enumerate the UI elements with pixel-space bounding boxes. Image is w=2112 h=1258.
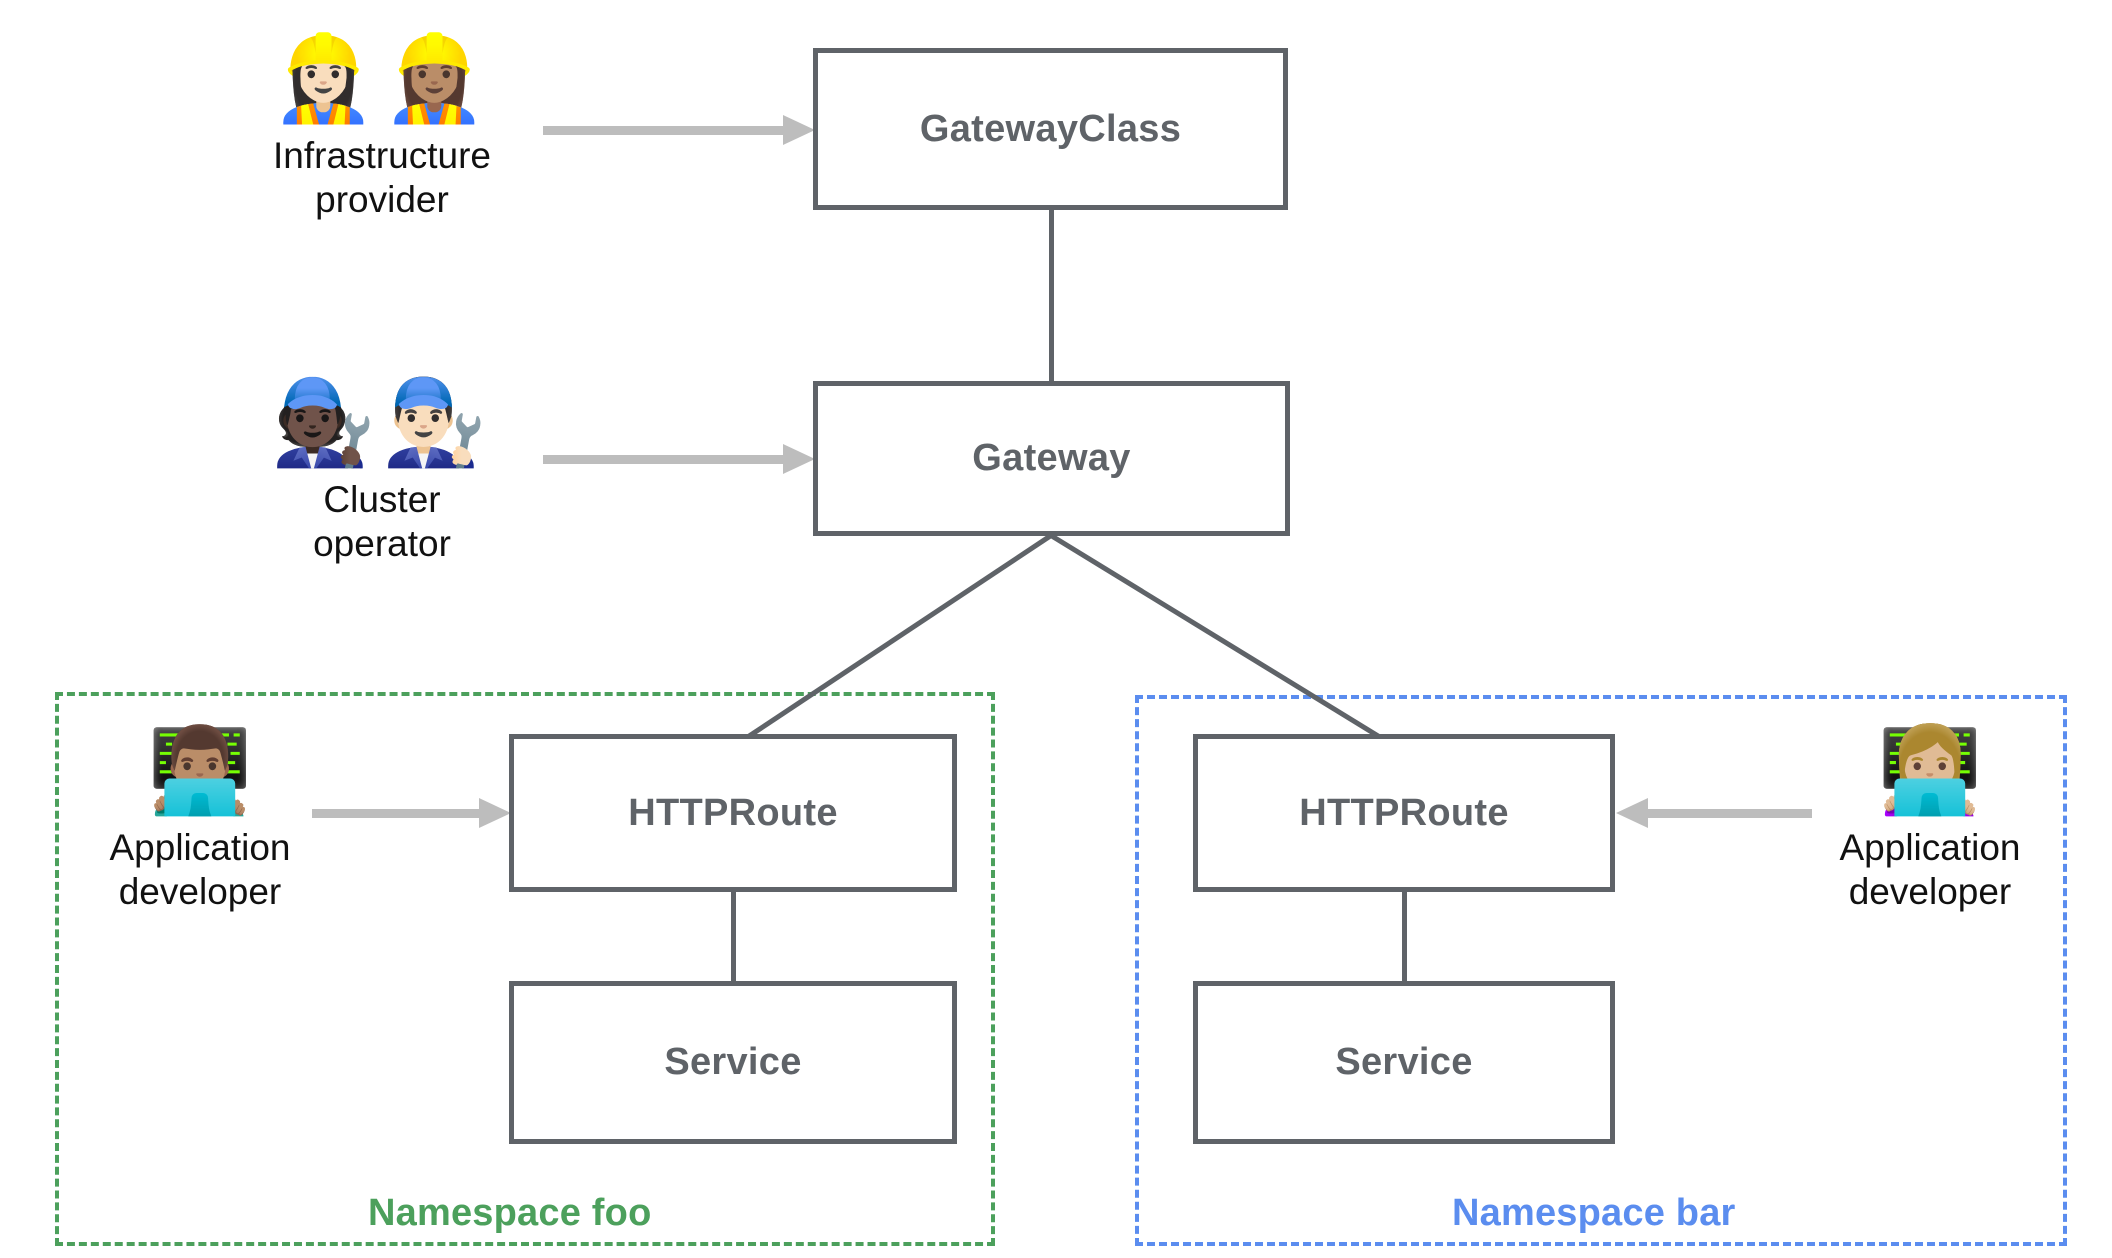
node-gateway-label: Gateway (972, 437, 1131, 479)
actor-application-developer-bar-label: Application developer (1839, 827, 2021, 912)
namespace-foo-container (55, 692, 995, 1246)
arrow-developer-to-httproute-bar (1646, 809, 1812, 818)
man-technologist-icon: 👨🏽‍💻 (147, 723, 253, 817)
arrow-developer-to-httproute-foo (312, 809, 484, 818)
node-gatewayclass-label: GatewayClass (919, 107, 1182, 150)
actor-application-developer-foo-label: Application developer (109, 827, 291, 912)
node-httproute-bar-label: HTTPRoute (1299, 791, 1509, 834)
actor-cluster-operator-label: Cluster operator (313, 479, 451, 564)
arrowhead-right-icon (783, 115, 815, 145)
node-httproute-foo[interactable]: HTTPRoute (509, 734, 957, 892)
node-httproute-foo-label: HTTPRoute (628, 791, 838, 834)
namespace-bar-label: Namespace bar (1452, 1192, 1736, 1234)
actor-application-developer-foo: 👨🏽‍💻 Application developer (80, 728, 320, 913)
actor-application-developer-bar: 👩🏼‍💻 Application developer (1810, 728, 2050, 913)
arrowhead-right-icon (479, 798, 511, 828)
node-service-foo[interactable]: Service (509, 981, 957, 1144)
arrow-infra-to-gatewayclass (543, 126, 788, 135)
mechanic-icon: 🧑🏿‍🔧👨🏻‍🔧 (271, 375, 493, 469)
edge-gatewayclass-to-gateway (1049, 208, 1054, 383)
woman-technologist-icon: 👩🏼‍💻 (1877, 723, 1983, 817)
woman-construction-worker-icon: 👷🏻‍♀️👷🏽‍♀️ (271, 31, 493, 125)
arrowhead-right-icon (783, 444, 815, 474)
actor-cluster-operator: 🧑🏿‍🔧👨🏻‍🔧 Cluster operator (232, 380, 532, 565)
namespace-foo-label: Namespace foo (368, 1192, 652, 1234)
edge-httproute-to-service-foo (731, 890, 736, 983)
arrow-operator-to-gateway (543, 455, 788, 464)
edge-httproute-to-service-bar (1402, 890, 1407, 983)
arrowhead-left-icon (1616, 798, 1648, 828)
node-gateway[interactable]: Gateway (813, 381, 1290, 536)
namespace-bar-container (1135, 695, 2067, 1246)
actor-infrastructure-provider-label: Infrastructure provider (273, 135, 491, 220)
node-service-bar-label: Service (1335, 1041, 1473, 1083)
node-gatewayclass[interactable]: GatewayClass (813, 48, 1288, 210)
node-httproute-bar[interactable]: HTTPRoute (1193, 734, 1615, 892)
node-service-bar[interactable]: Service (1193, 981, 1615, 1144)
node-service-foo-label: Service (664, 1041, 802, 1083)
actor-infrastructure-provider: 👷🏻‍♀️👷🏽‍♀️ Infrastructure provider (232, 36, 532, 221)
